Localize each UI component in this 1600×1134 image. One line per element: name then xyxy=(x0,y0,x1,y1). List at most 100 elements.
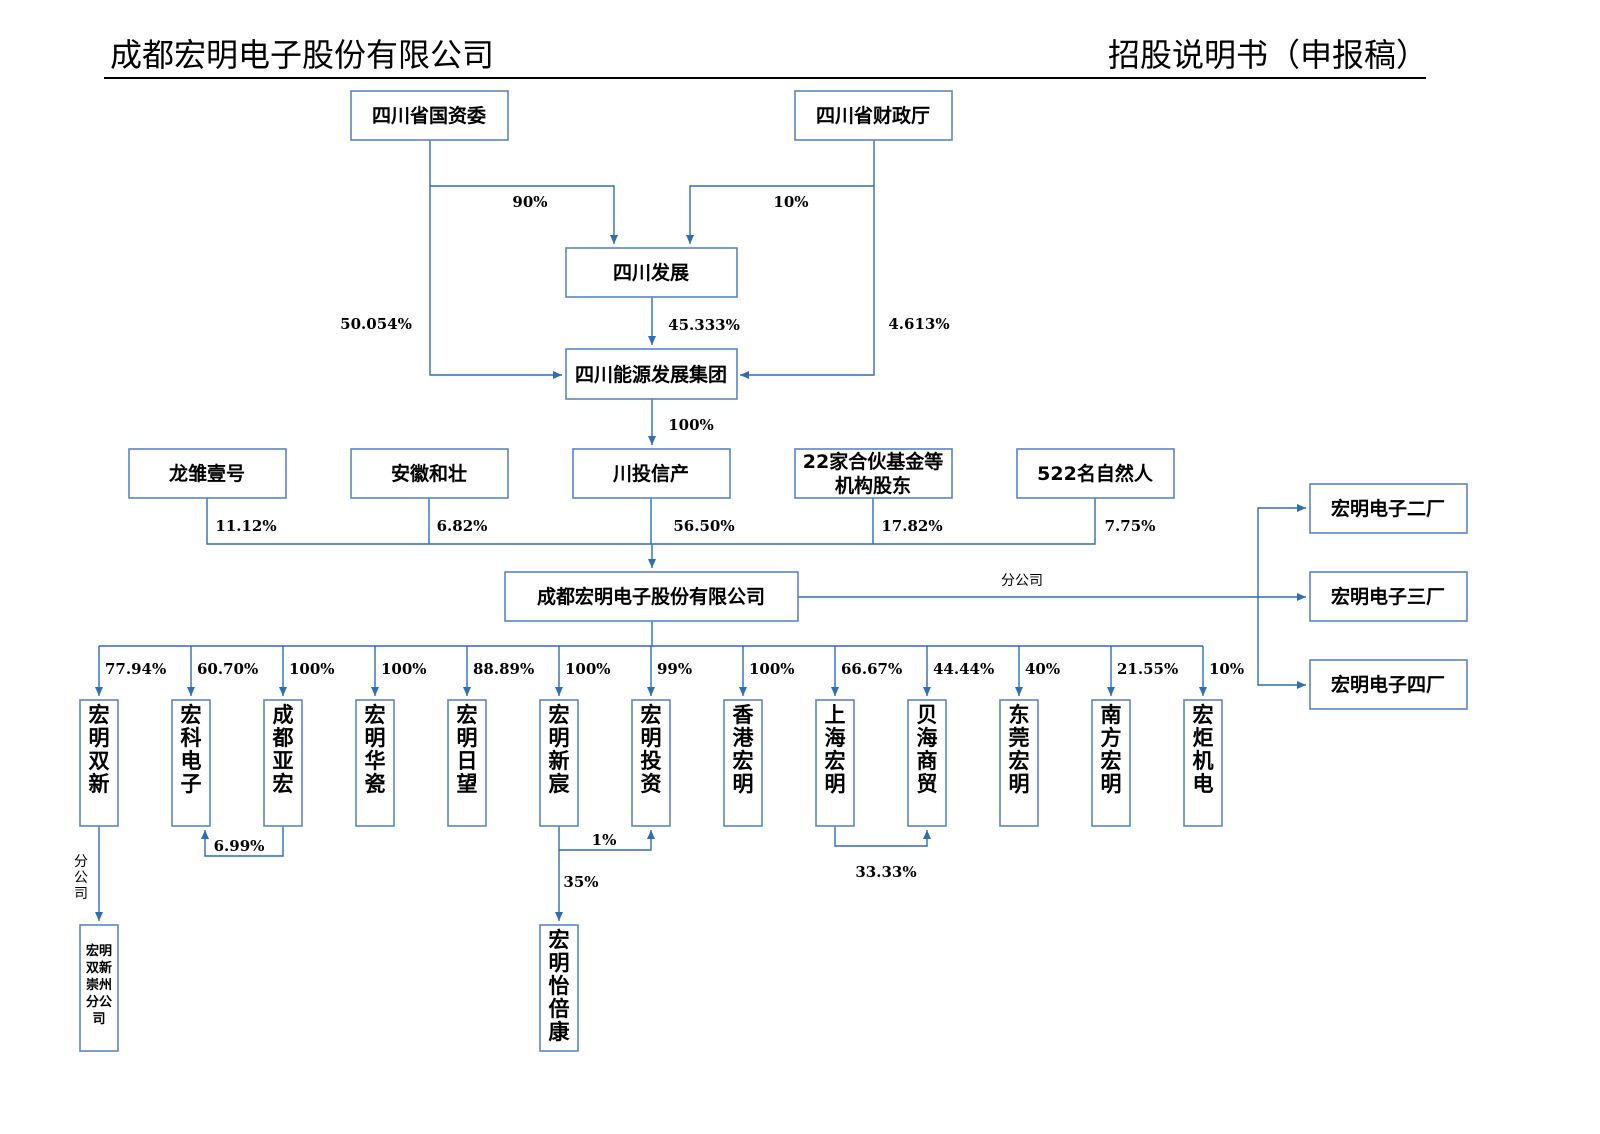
box-shareholder-funds: 22家合伙基金等 机构股东 xyxy=(794,448,953,499)
pct-xinchen-touzi: 1% xyxy=(592,831,617,849)
main-company-label: 成都宏明电子股份有限公司 xyxy=(537,585,765,608)
yibeikang-char: 倍 xyxy=(549,997,570,1021)
subsidiary-name-char: 电 xyxy=(181,749,202,773)
header-company: 成都宏明电子股份有限公司 xyxy=(110,36,495,74)
subsidiary-name-char: 宸 xyxy=(549,772,571,796)
pct-shareholder: 11.12% xyxy=(215,517,276,535)
branch-vert-char: 分 xyxy=(74,854,88,870)
pct-subsidiary: 100% xyxy=(381,660,427,678)
subsidiary-name-char: 投 xyxy=(641,749,662,773)
subsidiary-name-char: 方 xyxy=(1101,726,1122,750)
subsidiary-name-char: 宏 xyxy=(365,703,386,727)
shareholder-label: 安徽和壮 xyxy=(391,462,467,485)
pct-subsidiary: 100% xyxy=(289,660,335,678)
box-sichuan-dev: 四川发展 xyxy=(565,247,738,298)
subsidiary-name-char: 明 xyxy=(89,726,110,750)
subsidiary-name-char: 上 xyxy=(825,703,846,727)
yibeikang-char: 康 xyxy=(549,1020,571,1044)
subsidiary-name-char: 宏 xyxy=(89,703,110,727)
pct-dev-energy: 45.333% xyxy=(668,316,740,334)
pct-shareholder: 7.75% xyxy=(1105,517,1156,535)
branch-name: 宏明电子四厂 xyxy=(1331,673,1445,696)
subsidiary-name-char: 炬 xyxy=(1193,726,1214,750)
pct-subsidiary: 100% xyxy=(749,660,795,678)
header-rule xyxy=(104,77,1426,79)
pct-sasac-dev: 90% xyxy=(512,193,547,211)
box-branch-4: 宏明电子四厂 xyxy=(1309,659,1468,710)
pct-finance-energy: 4.613% xyxy=(888,315,949,333)
subsidiary-name-char: 科 xyxy=(181,726,202,750)
box-sasac: 四川省国资委 xyxy=(350,90,509,141)
subsidiary-name-char: 望 xyxy=(457,772,478,796)
subsidiary-name-char: 子 xyxy=(181,772,202,796)
branch-vert-char: 公 xyxy=(74,870,88,886)
connector-lines xyxy=(95,140,1306,921)
box-branch-2: 宏明电子二厂 xyxy=(1309,483,1468,534)
box-shareholder-individuals: 522名自然人 xyxy=(1016,448,1175,499)
subsidiary-name-char: 明 xyxy=(365,726,386,750)
subsidiary-name-char: 南 xyxy=(1101,703,1122,727)
chongzhou-line: 司 xyxy=(92,1012,105,1027)
subsidiary-name-char: 新 xyxy=(549,749,570,773)
pct-subsidiary: 77.94% xyxy=(105,660,166,678)
subsidiary-name-char: 明 xyxy=(1101,772,1122,796)
subsidiary-name-char: 海 xyxy=(917,726,938,750)
chongzhou-line: 宏明 xyxy=(86,943,112,959)
branch-name: 宏明电子三厂 xyxy=(1331,585,1445,608)
subsidiary-name-char: 日 xyxy=(457,749,478,773)
sichuan-dev-label: 四川发展 xyxy=(613,261,689,284)
pct-subsidiary: 100% xyxy=(565,660,611,678)
subsidiary-name-char: 贝 xyxy=(917,703,938,727)
subsidiary-name-char: 亚 xyxy=(273,749,294,773)
yibeikang-char: 怡 xyxy=(549,974,570,998)
subsidiary-name-char: 都 xyxy=(272,726,294,750)
subsidiary-name-char: 香 xyxy=(733,703,755,727)
box-finance: 四川省财政厅 xyxy=(794,90,953,141)
subsidiary-name-char: 贸 xyxy=(917,772,938,796)
pct-shareholder: 56.50% xyxy=(673,517,734,535)
subsidiary-name-char: 电 xyxy=(1193,772,1214,796)
pct-subsidiary: 60.70% xyxy=(197,660,258,678)
subsidiary-name-char: 宏 xyxy=(549,703,570,727)
subsidiary-name-char: 宏 xyxy=(1193,703,1214,727)
subsidiary-name-char: 宏 xyxy=(733,749,754,773)
pct-subsidiary: 10% xyxy=(1209,660,1244,678)
pct-shanghai-beihai: 33.33% xyxy=(855,863,916,881)
chongzhou-line: 崇州 xyxy=(86,977,112,993)
box-shareholder-chuantou: 川投信产 xyxy=(572,448,731,499)
branch-label: 分公司 xyxy=(1001,573,1043,589)
subsidiary-name-char: 宏 xyxy=(273,772,294,796)
pct-sasac-energy: 50.054% xyxy=(340,315,412,333)
subsidiary-name-char: 明 xyxy=(1009,772,1030,796)
subsidiary-name-char: 商 xyxy=(917,749,938,773)
shareholder-label-line2: 机构股东 xyxy=(835,474,911,497)
subsidiary-name-char: 明 xyxy=(641,726,662,750)
shareholder-label: 川投信产 xyxy=(612,462,689,485)
sasac-label: 四川省国资委 xyxy=(372,104,486,127)
header-doc-title: 招股说明书（申报稿） xyxy=(1107,36,1428,74)
subsidiary-name-char: 明 xyxy=(457,726,478,750)
subsidiary-name-char: 明 xyxy=(549,726,570,750)
pct-subsidiary: 88.89% xyxy=(473,660,534,678)
subsidiary-name-char: 东 xyxy=(1009,703,1030,727)
subsidiary-name-char: 莞 xyxy=(1009,726,1030,750)
pct-shareholder: 17.82% xyxy=(881,517,942,535)
box-sichuan-energy: 四川能源发展集团 xyxy=(565,348,738,400)
subsidiary-name-char: 宏 xyxy=(1009,749,1030,773)
subsidiary-name-char: 宏 xyxy=(457,703,478,727)
subsidiary-name-char: 机 xyxy=(1193,749,1214,773)
pct-subsidiary: 44.44% xyxy=(933,660,994,678)
pct-subsidiary: 66.67% xyxy=(841,660,902,678)
box-shareholder-longchu: 龙雏壹号 xyxy=(128,448,287,499)
pct-subsidiary: 99% xyxy=(657,660,692,678)
finance-label: 四川省财政厅 xyxy=(816,104,930,127)
